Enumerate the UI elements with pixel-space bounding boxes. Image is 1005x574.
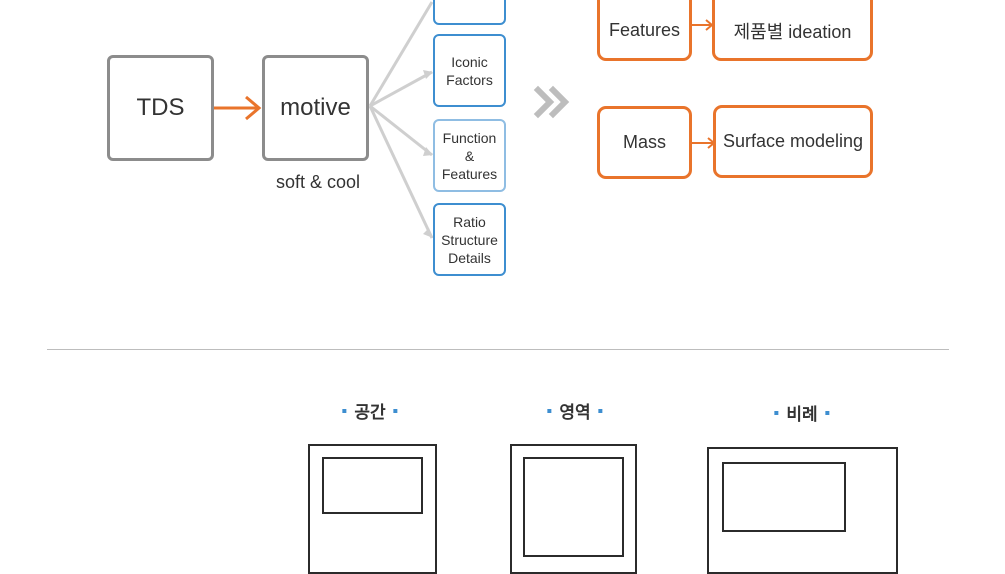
branch-box-ratio: Ratio Structure Details [433,203,506,276]
branch-box-top [433,0,506,25]
branch-line-ratio [368,105,434,239]
tds-box: TDS [107,55,214,161]
branch-arrowhead-ratio [423,228,433,238]
branch-line-iconic [369,70,433,108]
bullet-dot [393,408,398,413]
branch-label-iconic: Iconic Factors [446,53,493,88]
label-area-text: 영역 [559,403,591,422]
label-space-text: 공간 [354,403,386,422]
features-label: Features [608,20,681,40]
double-chevron-icon [533,85,570,119]
bullet-dot [342,408,347,413]
bullet-dot [774,410,779,415]
motive-caption: soft & cool [276,172,361,192]
label-ratio: 비례 [774,400,830,425]
branch-label-function: Function & Features [441,129,498,182]
space-inner-frame [322,457,423,514]
mass-box: Mass [597,106,692,179]
tds-to-motive-arrowhead [245,95,262,121]
branch-arrowhead-function [423,147,433,156]
bullet-dot [825,410,830,415]
ideation-box: 제품별 ideation [712,0,873,61]
label-space: 공간 [342,398,398,423]
surface-box: Surface modeling [713,105,873,178]
bullet-dot [598,408,603,413]
motive-box: motive [262,55,369,161]
tds-label: TDS [136,94,185,121]
bullet-dot [547,408,552,413]
branch-box-iconic: Iconic Factors [433,34,506,107]
branch-box-function: Function & Features [433,119,506,192]
ratio-inner-frame [722,462,846,532]
ideation-label: 제품별 ideation [733,21,852,42]
mass-label: Mass [622,132,666,152]
surface-label: Surface modeling [722,131,864,151]
features-box: Features [597,0,692,61]
branch-arrowhead-iconic [423,70,433,79]
section-divider [47,349,949,350]
label-area: 영역 [547,398,603,423]
area-inner-frame [523,457,624,557]
branch-line-top [368,1,434,107]
branch-line-function [369,104,433,157]
label-ratio-text: 비례 [786,405,818,424]
motive-label: motive [280,94,351,121]
branch-label-ratio: Ratio Structure Details [441,213,498,266]
